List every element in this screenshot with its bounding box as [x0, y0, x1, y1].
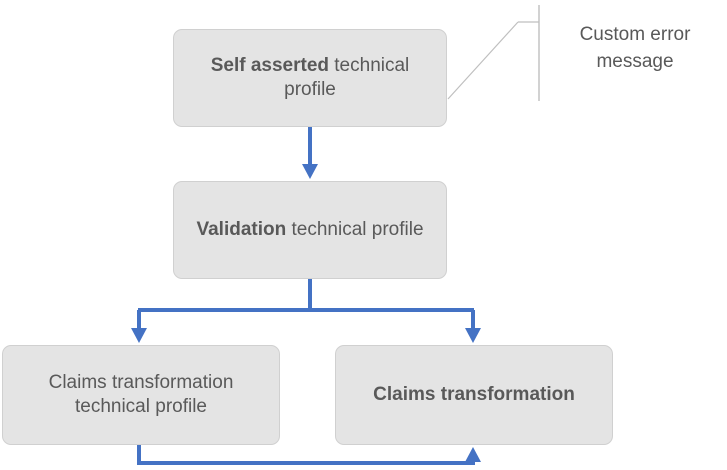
node-claims-transformation[interactable]: Claims transformation	[335, 345, 613, 445]
callout-line-2: message	[596, 50, 674, 72]
connector-claims-tp-loop-to-claims-transformation	[137, 445, 481, 465]
node-self-asserted-label-bold: Self asserted	[210, 54, 329, 76]
node-self-asserted-technical-profile[interactable]: Self asserted technical profile	[173, 29, 447, 127]
callout-line-1: Custom error	[579, 24, 691, 45]
connector-validation-branch	[131, 279, 481, 343]
node-self-asserted-label: Self asserted technical profile	[186, 54, 434, 103]
callout-leader-line	[447, 5, 540, 101]
node-claims-tp-label: Claims transformation technical profile	[48, 371, 234, 417]
callout-custom-error-message: Custom error message	[552, 22, 718, 76]
node-validation-label: Validation technical profile	[186, 218, 434, 242]
node-self-asserted-label-normal: technical profile	[284, 54, 410, 100]
node-validation-label-bold: Validation	[196, 218, 287, 240]
node-claims-transformation-label-bold: Claims transformation	[373, 383, 575, 405]
connector-self-asserted-to-validation	[302, 127, 318, 179]
node-validation-label-normal: technical profile	[286, 218, 424, 240]
node-validation-technical-profile[interactable]: Validation technical profile	[173, 181, 447, 279]
node-claims-transformation-technical-profile[interactable]: Claims transformation technical profile	[2, 345, 280, 445]
node-claims-transformation-label: Claims transformation	[348, 383, 600, 407]
